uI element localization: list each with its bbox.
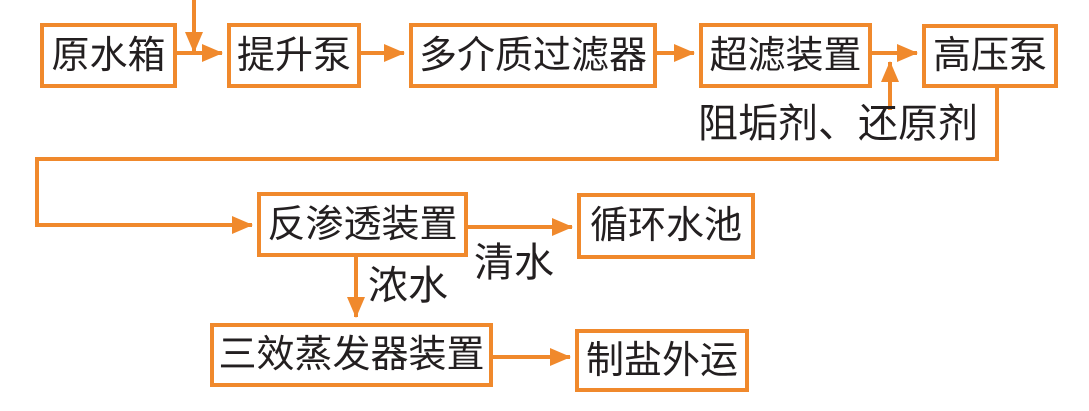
- node-salt-outbound: 制盐外运: [575, 329, 749, 392]
- edge-hp-to-ro: [35, 88, 999, 234]
- node-lift-pump: 提升泵: [227, 23, 361, 88]
- node-circulating-water-pool: 循环水池: [577, 193, 755, 259]
- node-reverse-osmosis-unit: 反渗透装置: [257, 192, 468, 257]
- node-high-pressure-pump: 高压泵: [922, 24, 1058, 88]
- node-triple-effect-evaporator: 三效蒸发器装置: [210, 323, 493, 387]
- node-ultrafiltration-unit: 超滤装置: [699, 23, 872, 88]
- label-concentrated-water: 浓水: [368, 264, 448, 308]
- node-raw-water-tank: 原水箱: [40, 23, 177, 88]
- label-dosing-agents: 阻垢剂、还原剂: [698, 102, 978, 146]
- label-clear-water: 清水: [474, 241, 554, 285]
- node-multi-media-filter: 多介质过滤器: [409, 23, 657, 88]
